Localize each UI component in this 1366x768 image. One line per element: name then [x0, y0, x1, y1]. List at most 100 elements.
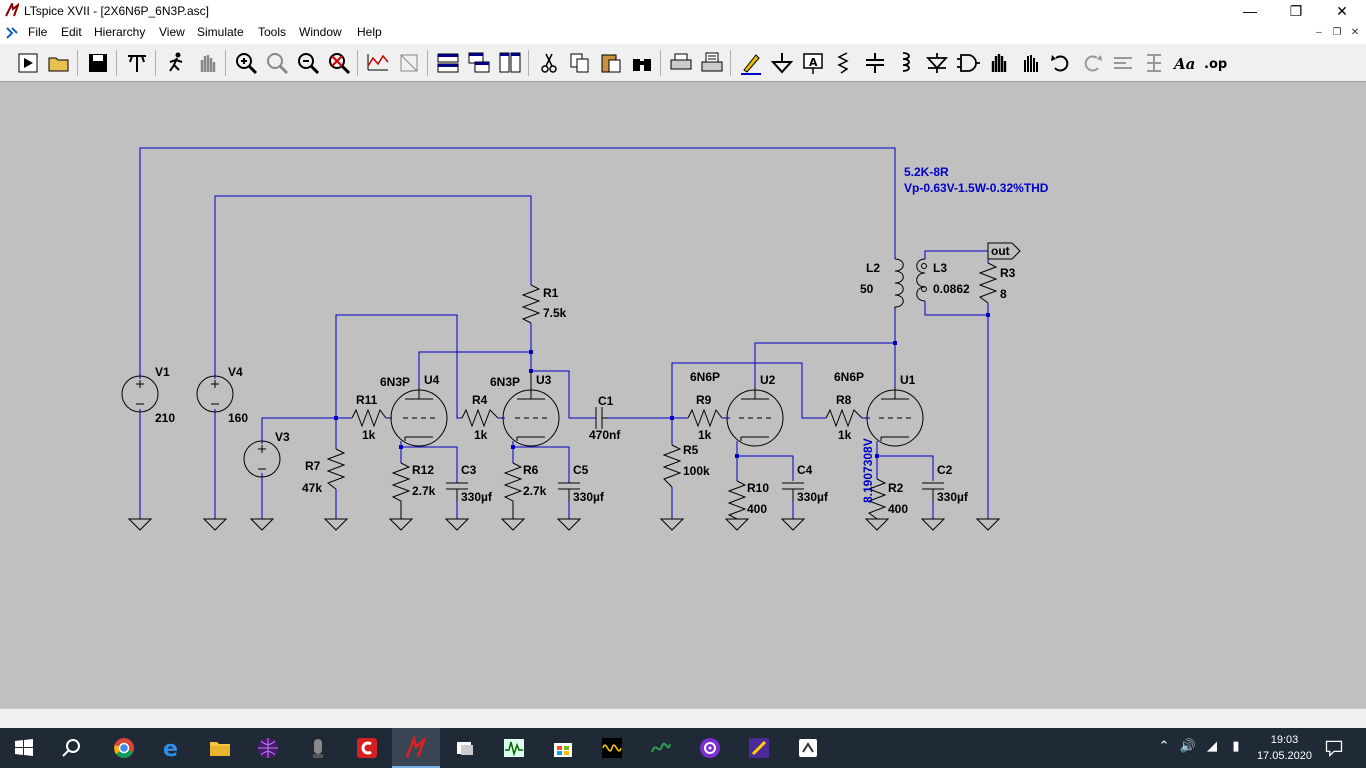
- resistor-R1[interactable]: [521, 284, 541, 324]
- mdi-restore-button[interactable]: ❐: [1332, 27, 1342, 38]
- ground-icon[interactable]: [769, 50, 795, 76]
- mirror-icon[interactable]: [1141, 50, 1167, 76]
- clock[interactable]: 19:03 17.05.2020: [1257, 732, 1312, 764]
- resistor-R2[interactable]: [867, 478, 887, 520]
- app-scope-icon[interactable]: [490, 728, 538, 768]
- paste-icon[interactable]: [598, 50, 624, 76]
- tube-U4[interactable]: [390, 387, 448, 447]
- app-player-icon[interactable]: [686, 728, 734, 768]
- resistor-R12[interactable]: [391, 462, 411, 519]
- waveform-icon[interactable]: [365, 50, 391, 76]
- menu-simulate[interactable]: Simulate: [197, 25, 244, 39]
- capacitor-C5[interactable]: [558, 482, 580, 501]
- cut-icon[interactable]: [536, 50, 562, 76]
- inductor-L3[interactable]: [916, 258, 926, 302]
- capacitor-C4[interactable]: [782, 482, 804, 501]
- spice-directive-icon[interactable]: .op: [1203, 50, 1229, 76]
- inductor-L2[interactable]: [894, 258, 904, 309]
- source-V1[interactable]: [121, 375, 159, 413]
- control-panel-icon[interactable]: [124, 50, 150, 76]
- resistor-R8[interactable]: [825, 408, 863, 428]
- source-V3[interactable]: [243, 440, 281, 478]
- comment-line-2[interactable]: Vp-0.63V-1.5W-0.32%THD: [904, 181, 1049, 195]
- tile-horizontal-icon[interactable]: [435, 50, 461, 76]
- resistor-R10[interactable]: [727, 480, 747, 520]
- redo-icon[interactable]: [1079, 50, 1105, 76]
- app-wave2-icon[interactable]: [637, 728, 685, 768]
- restore-button[interactable]: ❐: [1289, 3, 1303, 19]
- minimize-button[interactable]: —: [1243, 3, 1257, 19]
- capacitor-C1[interactable]: [595, 407, 608, 429]
- tile-vertical-icon[interactable]: [497, 50, 523, 76]
- ltspice-app-icon[interactable]: [5, 3, 19, 17]
- find-icon[interactable]: [629, 50, 655, 76]
- save-icon[interactable]: [85, 50, 111, 76]
- cascade-icon[interactable]: [466, 50, 492, 76]
- text-icon[interactable]: Aa: [1172, 50, 1198, 76]
- app-tube-icon[interactable]: [294, 728, 342, 768]
- rotate-icon[interactable]: [1110, 50, 1136, 76]
- open-icon[interactable]: [46, 50, 72, 76]
- tube-U3[interactable]: [502, 371, 560, 447]
- run-icon[interactable]: [15, 50, 41, 76]
- zoom-fit-icon[interactable]: [326, 50, 352, 76]
- close-button[interactable]: ✕: [1336, 3, 1348, 19]
- zoom-out-icon[interactable]: [295, 50, 321, 76]
- app-window-icon[interactable]: [441, 728, 489, 768]
- inductor-icon[interactable]: [893, 50, 919, 76]
- print-setup-icon[interactable]: [699, 50, 725, 76]
- zoom-in-icon[interactable]: [233, 50, 259, 76]
- menu-file[interactable]: File: [28, 25, 48, 39]
- tray-chevron-icon[interactable]: ⌃: [1158, 738, 1170, 753]
- tube-U2[interactable]: [726, 387, 784, 447]
- resistor-R7[interactable]: [326, 448, 346, 490]
- resistor-R5[interactable]: [662, 444, 682, 488]
- store-icon[interactable]: [539, 728, 587, 768]
- network-icon[interactable]: ◢: [1207, 738, 1217, 753]
- menu-tools[interactable]: Tools: [258, 25, 287, 39]
- chrome-icon[interactable]: [100, 728, 148, 768]
- schematic-doc-icon[interactable]: [4, 25, 20, 41]
- halt-icon[interactable]: [163, 50, 189, 76]
- resistor-R9[interactable]: [687, 408, 723, 428]
- resistor-R4[interactable]: [461, 408, 499, 428]
- copy-icon[interactable]: [567, 50, 593, 76]
- capacitor-icon[interactable]: [862, 50, 888, 76]
- zoom-area-icon[interactable]: [264, 50, 290, 76]
- resistor-icon[interactable]: [831, 50, 857, 76]
- pan-icon[interactable]: [194, 50, 220, 76]
- ltspice-icon[interactable]: [392, 728, 440, 768]
- menu-hierarchy[interactable]: Hierarchy: [94, 25, 146, 39]
- app-wave-icon[interactable]: [588, 728, 636, 768]
- undo-icon[interactable]: [1048, 50, 1074, 76]
- resistor-R6[interactable]: [503, 462, 523, 519]
- ccleaner-icon[interactable]: [343, 728, 391, 768]
- print-icon[interactable]: [668, 50, 694, 76]
- notifications-icon[interactable]: [1322, 738, 1346, 758]
- net-label-out[interactable]: [987, 242, 1021, 260]
- file-explorer-icon[interactable]: [196, 728, 244, 768]
- move-icon[interactable]: [986, 50, 1012, 76]
- capacitor-C3[interactable]: [446, 482, 468, 501]
- menu-window[interactable]: Window: [299, 25, 342, 39]
- resistor-R11[interactable]: [351, 408, 387, 428]
- comment-line-1[interactable]: 5.2K-8R: [904, 165, 949, 179]
- draw-wire-icon[interactable]: [738, 50, 764, 76]
- tube-U1[interactable]: [866, 387, 924, 447]
- app-paint-icon[interactable]: [735, 728, 783, 768]
- component-icon[interactable]: [955, 50, 981, 76]
- mdi-minimize-button[interactable]: –: [1316, 27, 1322, 38]
- app-sphere-icon[interactable]: [244, 728, 292, 768]
- menu-edit[interactable]: Edit: [61, 25, 82, 39]
- mdi-close-button[interactable]: ✕: [1350, 27, 1360, 38]
- drag-icon[interactable]: [1017, 50, 1043, 76]
- volume-icon[interactable]: 🔊: [1179, 738, 1197, 753]
- windows-start-icon[interactable]: [0, 728, 48, 768]
- schematic-drawing[interactable]: V1 210 V4 160 V3 R7 47k R11 1k 6N3P U4 R…: [0, 82, 1366, 709]
- app-script-icon[interactable]: [784, 728, 832, 768]
- diode-icon[interactable]: [924, 50, 950, 76]
- search-icon[interactable]: [48, 728, 96, 768]
- edge-icon[interactable]: e: [148, 728, 196, 768]
- source-V4[interactable]: [196, 375, 234, 413]
- menu-view[interactable]: View: [159, 25, 185, 39]
